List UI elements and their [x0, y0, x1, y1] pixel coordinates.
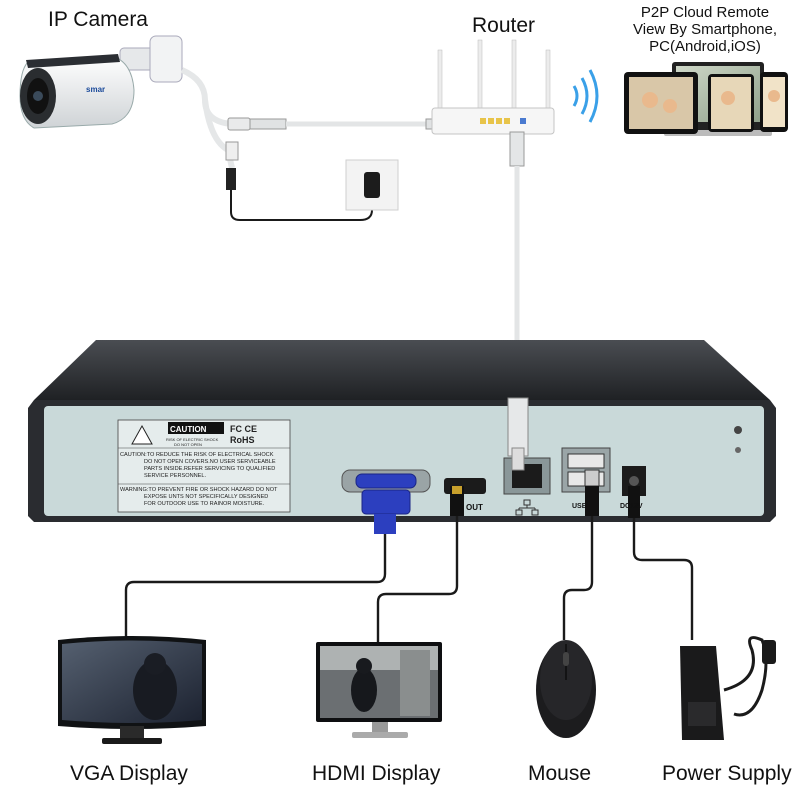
- dc-cable: [632, 518, 694, 640]
- caution-line-1: CAUTION:TO REDUCE THE RISK OF ELECTRICAL…: [120, 452, 274, 458]
- cert-fc-ce: FC CE: [230, 424, 257, 434]
- power-adapter: [364, 172, 380, 198]
- dc-plug: [628, 486, 640, 518]
- vga-display-label: VGA Display: [70, 762, 188, 785]
- camera-rj45-coupler: [227, 117, 251, 131]
- ip-camera-label: IP Camera: [48, 8, 148, 31]
- camera-brand: smar: [86, 85, 105, 94]
- camera-ethernet-pigtail: [180, 67, 258, 127]
- caution-line-4: SERVICE PERSONNEL.: [144, 473, 207, 479]
- router-lan-plug: [509, 131, 525, 167]
- caution-title: CAUTION: [170, 425, 207, 434]
- camera-power-wire: [230, 190, 373, 221]
- usb-port-label: USB: [572, 503, 587, 510]
- cert-rohs: RoHS: [230, 435, 255, 445]
- usb-plug: [584, 469, 600, 487]
- power-supply-label: Power Supply: [662, 762, 792, 785]
- dc-port-label: DC12V: [620, 503, 643, 510]
- router-label: Router: [472, 14, 536, 37]
- caution-line-2: DO NOT OPEN COVERS.NO USER SERVICEABLE: [144, 459, 276, 465]
- p2p-caption: P2P Cloud Remote View By Smartphone, PC(…: [612, 4, 798, 55]
- vga-plug-boot: [374, 514, 396, 534]
- vga-cable: [124, 534, 387, 642]
- caution-line-5: WARNING:TO PREVENT FIRE OR SHOCK HAZARD …: [120, 487, 278, 493]
- camera-mount-base: [149, 35, 183, 83]
- caution-sub-2: DO NOT OPEN: [174, 442, 202, 447]
- power-supply-device: [680, 636, 776, 740]
- nvr-rj45-plug: [507, 397, 529, 457]
- p2p-line-2: View By Smartphone,: [633, 21, 777, 38]
- hdmi-port-label: OUT: [466, 503, 483, 512]
- caution-label: CAUTION RISK OF ELECTRIC SHOCK DO NOT OP…: [118, 421, 290, 513]
- usb-cable: [562, 516, 594, 640]
- wifi-waves-icon: [572, 69, 599, 123]
- vga-display: [58, 636, 206, 744]
- nvr-screw: [734, 426, 742, 434]
- ip-camera: smar: [19, 35, 183, 129]
- mouse-device: [536, 640, 596, 738]
- hdmi-display-label: HDMI Display: [312, 762, 441, 785]
- caution-line-7: FOR OUTDOOR USE TO RAINOR MOISTURE.: [144, 501, 265, 507]
- camera-rj45-plug: [249, 118, 287, 130]
- camera-dc-jack: [225, 141, 239, 161]
- caution-line-6: EXPOSE UNTS NOT SPECIFICALLY DESIGNED: [144, 494, 269, 500]
- caution-line-3: PARTS INSIDE.REFER SERVICING TO QUALIFIE…: [144, 466, 276, 472]
- p2p-line-1: P2P Cloud Remote: [640, 4, 770, 21]
- p2p-devices: [624, 62, 788, 136]
- router: [431, 39, 555, 135]
- network-icon: [515, 499, 539, 516]
- mouse-label: Mouse: [528, 762, 592, 785]
- hdmi-cable: [376, 516, 459, 644]
- p2p-line-3: PC(Android,iOS): [649, 38, 761, 55]
- vga-plug: [361, 489, 411, 515]
- power-adapter-plug: [226, 168, 236, 190]
- caution-sub-1: RISK OF ELECTRIC SHOCK: [166, 437, 219, 442]
- hdmi-display: [316, 642, 442, 738]
